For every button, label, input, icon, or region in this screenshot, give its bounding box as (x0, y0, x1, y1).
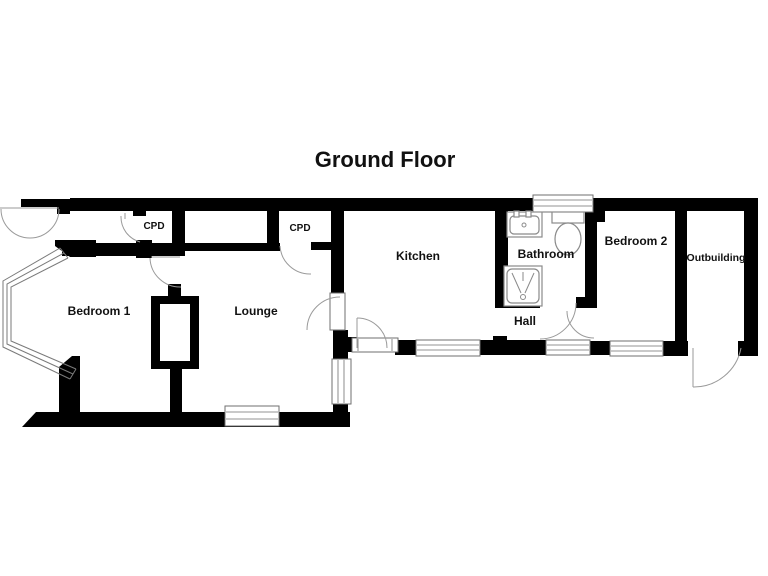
sink-fixture (506, 210, 543, 238)
room-label-bedroom2: Bedroom 2 (605, 234, 668, 248)
cpd2-door (279, 245, 312, 275)
bathroom-top-window (532, 194, 594, 213)
room-label-cpd1: CPD (143, 221, 164, 232)
room-label-bedroom1: Bedroom 1 (68, 304, 131, 318)
shower-fixture (503, 265, 543, 307)
lounge-bottom-window (224, 405, 280, 427)
kitchen-back-door (356, 317, 388, 349)
lounge-side-window (331, 358, 352, 405)
bedroom2-door (566, 310, 595, 339)
interior-walls (62, 198, 687, 345)
lounge-kitchen-door-threshold (329, 292, 346, 331)
kitchen-window (415, 339, 481, 357)
bedroom2-window (609, 340, 664, 357)
bay-window (2, 247, 77, 380)
bedroom1-door (149, 256, 182, 288)
chimney-breast (151, 284, 199, 413)
page-title: Ground Floor (315, 147, 456, 172)
lounge-kitchen-door (306, 296, 341, 331)
outbuilding-door (692, 347, 742, 388)
room-label-hall: Hall (514, 314, 536, 328)
exterior-walls (21, 198, 758, 427)
hall-window (545, 339, 591, 356)
toilet-fixture (551, 211, 585, 256)
cpd1-door (120, 213, 141, 243)
kitchen-back-door-threshold (351, 337, 399, 353)
front-door (0, 207, 60, 239)
room-label-lounge: Lounge (234, 304, 278, 318)
room-label-bathroom: Bathroom (518, 247, 575, 261)
bathroom-door (539, 302, 577, 340)
room-label-outbuilding: Outbuilding (687, 252, 746, 264)
room-label-cpd2: CPD (289, 223, 310, 234)
room-label-kitchen: Kitchen (396, 249, 440, 263)
